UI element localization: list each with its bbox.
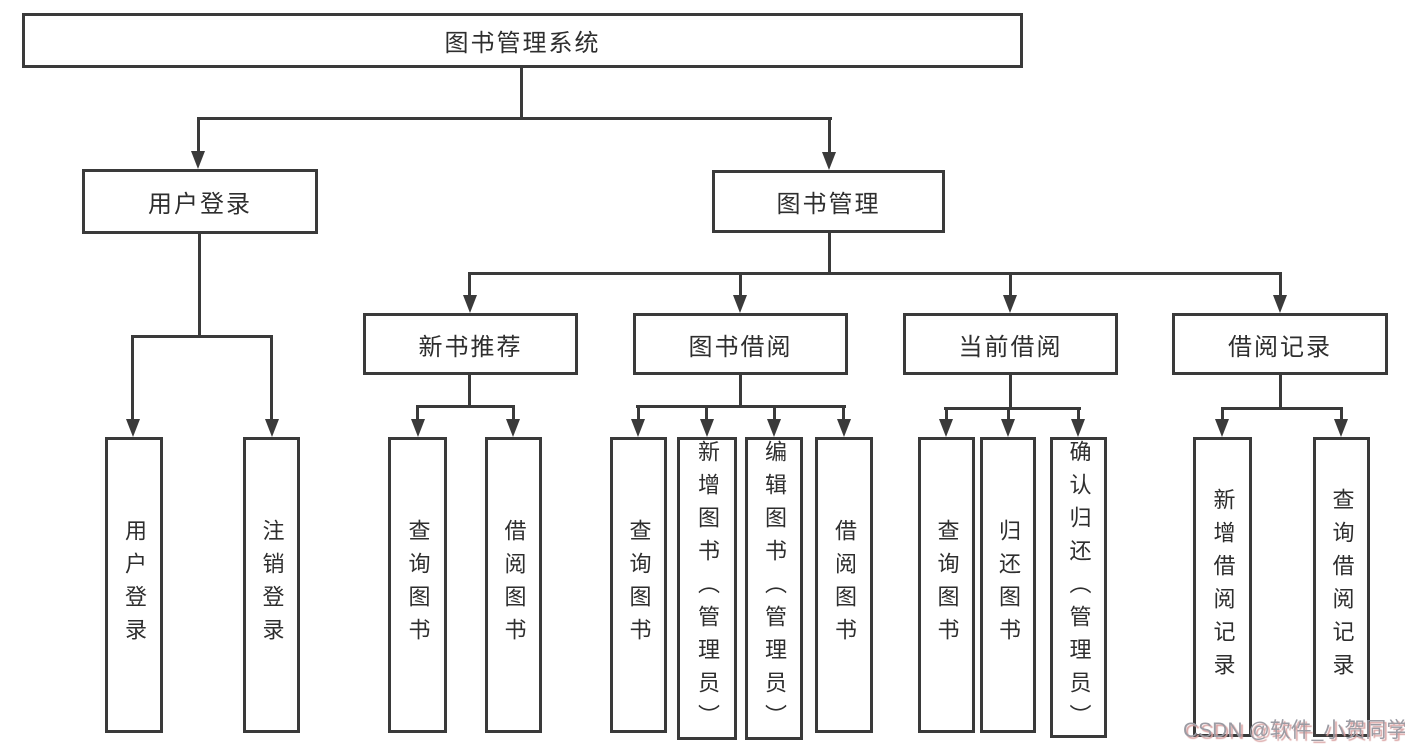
leaf-return-books: 归还图书	[980, 437, 1036, 733]
connector-to-borrowing-records	[1279, 272, 1282, 299]
node-book-management: 图书管理	[712, 170, 945, 233]
node-user-login-label: 用户登录	[148, 191, 252, 218]
leaf-add-borrow-record-label: 新增借阅记录	[1210, 488, 1236, 686]
leaf-query-books-2: 查询图书	[610, 437, 667, 733]
connector-root-hbar	[197, 117, 832, 120]
connector-book-mgmt-stem	[828, 233, 831, 272]
connector-leaf	[512, 405, 515, 423]
connector-leaf	[1077, 407, 1080, 423]
leaf-user-login-label: 用户登录	[122, 519, 147, 651]
connector-root-stem	[520, 68, 523, 117]
connector-to-current-borrowing	[1009, 272, 1012, 299]
connector-to-leaf-logout	[270, 335, 273, 423]
leaf-logout-label: 注销登录	[259, 519, 285, 651]
node-book-borrowing-label: 图书借阅	[688, 333, 793, 361]
connector-current-borrowing-stem	[1009, 375, 1012, 407]
leaf-query-books-1-label: 查询图书	[405, 519, 431, 651]
arrowhead-icon	[700, 419, 714, 437]
arrowhead-icon	[939, 419, 953, 437]
leaf-borrow-books-1: 借阅图书	[485, 437, 542, 733]
node-root-label: 图书管理系统	[444, 30, 601, 57]
connector-to-book-borrowing	[739, 272, 742, 299]
arrowhead-icon	[265, 419, 279, 437]
leaf-add-borrow-record: 新增借阅记录	[1193, 437, 1252, 737]
connector-to-leaf-user-login	[131, 335, 134, 423]
node-borrowing-records-label: 借阅记录	[1228, 333, 1332, 361]
arrowhead-icon	[1215, 419, 1229, 437]
arrowhead-icon	[1273, 295, 1287, 313]
connector-current-borrowing-hbar	[944, 407, 1081, 410]
connector-book-borrowing-hbar	[636, 405, 846, 408]
arrowhead-icon	[837, 419, 851, 437]
arrowhead-icon	[631, 419, 645, 437]
leaf-query-borrow-record-label: 查询借阅记录	[1329, 488, 1355, 686]
node-root: 图书管理系统	[22, 13, 1023, 68]
arrowhead-icon	[191, 151, 205, 169]
node-new-book-recommend-label: 新书推荐	[418, 333, 523, 361]
leaf-borrow-books-1-label: 借阅图书	[501, 519, 527, 651]
connector-to-new-book	[468, 272, 471, 299]
arrowhead-icon	[1003, 295, 1017, 313]
leaf-query-borrow-record: 查询借阅记录	[1313, 437, 1370, 737]
leaf-borrow-books-2: 借阅图书	[815, 437, 873, 733]
arrowhead-icon	[463, 295, 477, 313]
connector-leaf	[416, 405, 419, 423]
watermark: CSDN @软件_小贺同学	[1183, 719, 1405, 742]
arrowhead-icon	[1001, 419, 1015, 437]
connector-book-mgmt-hbar	[468, 272, 1281, 275]
leaf-logout: 注销登录	[243, 437, 300, 733]
leaf-borrow-books-2-label: 借阅图书	[832, 519, 857, 651]
node-current-borrowing-label: 当前借阅	[958, 333, 1063, 361]
connector-leaf	[705, 405, 708, 423]
arrowhead-icon	[767, 419, 781, 437]
node-book-borrowing: 图书借阅	[633, 313, 848, 375]
leaf-query-books-3: 查询图书	[918, 437, 975, 733]
arrowhead-icon	[411, 419, 425, 437]
leaf-edit-books-admin-label: 编辑图书（管理员）	[762, 440, 787, 737]
leaf-confirm-return-admin-label: 确认归还（管理员）	[1066, 440, 1092, 737]
leaf-return-books-label: 归还图书	[996, 519, 1021, 651]
connector-leaf	[945, 407, 948, 423]
leaf-add-books-admin: 新增图书（管理员）	[677, 437, 737, 740]
connector-borrowing-records-hbar	[1221, 407, 1343, 410]
node-user-login: 用户登录	[82, 169, 318, 234]
connector-leaf	[842, 405, 845, 423]
arrowhead-icon	[506, 419, 520, 437]
connector-to-user-login	[197, 117, 200, 155]
connector-new-book-hbar	[416, 405, 515, 408]
connector-book-borrowing-stem	[739, 375, 742, 405]
connector-new-book-stem	[468, 375, 471, 405]
node-current-borrowing: 当前借阅	[903, 313, 1118, 375]
leaf-add-books-admin-label: 新增图书（管理员）	[695, 440, 720, 737]
arrowhead-icon	[1071, 419, 1085, 437]
node-borrowing-records: 借阅记录	[1172, 313, 1388, 375]
connector-leaf	[637, 405, 640, 423]
leaf-query-books-1: 查询图书	[388, 437, 447, 733]
connector-leaf	[773, 405, 776, 423]
leaf-user-login: 用户登录	[105, 437, 163, 733]
arrowhead-icon	[822, 152, 836, 170]
leaf-edit-books-admin: 编辑图书（管理员）	[745, 437, 803, 740]
leaf-confirm-return-admin: 确认归还（管理员）	[1050, 437, 1107, 738]
arrowhead-icon	[126, 419, 140, 437]
leaf-query-books-3-label: 查询图书	[934, 519, 960, 651]
arrowhead-icon	[1334, 419, 1348, 437]
node-new-book-recommend: 新书推荐	[363, 313, 578, 375]
connector-user-login-hbar	[131, 335, 273, 338]
arrowhead-icon	[733, 295, 747, 313]
node-book-management-label: 图书管理	[776, 191, 881, 218]
connector-leaf	[1340, 407, 1343, 423]
connector-user-login-stem	[198, 234, 201, 335]
connector-to-book-management	[828, 117, 831, 156]
connector-leaf	[1221, 407, 1224, 423]
leaf-query-books-2-label: 查询图书	[626, 519, 652, 651]
connector-borrowing-records-stem	[1279, 375, 1282, 407]
connector-leaf	[1007, 407, 1010, 423]
